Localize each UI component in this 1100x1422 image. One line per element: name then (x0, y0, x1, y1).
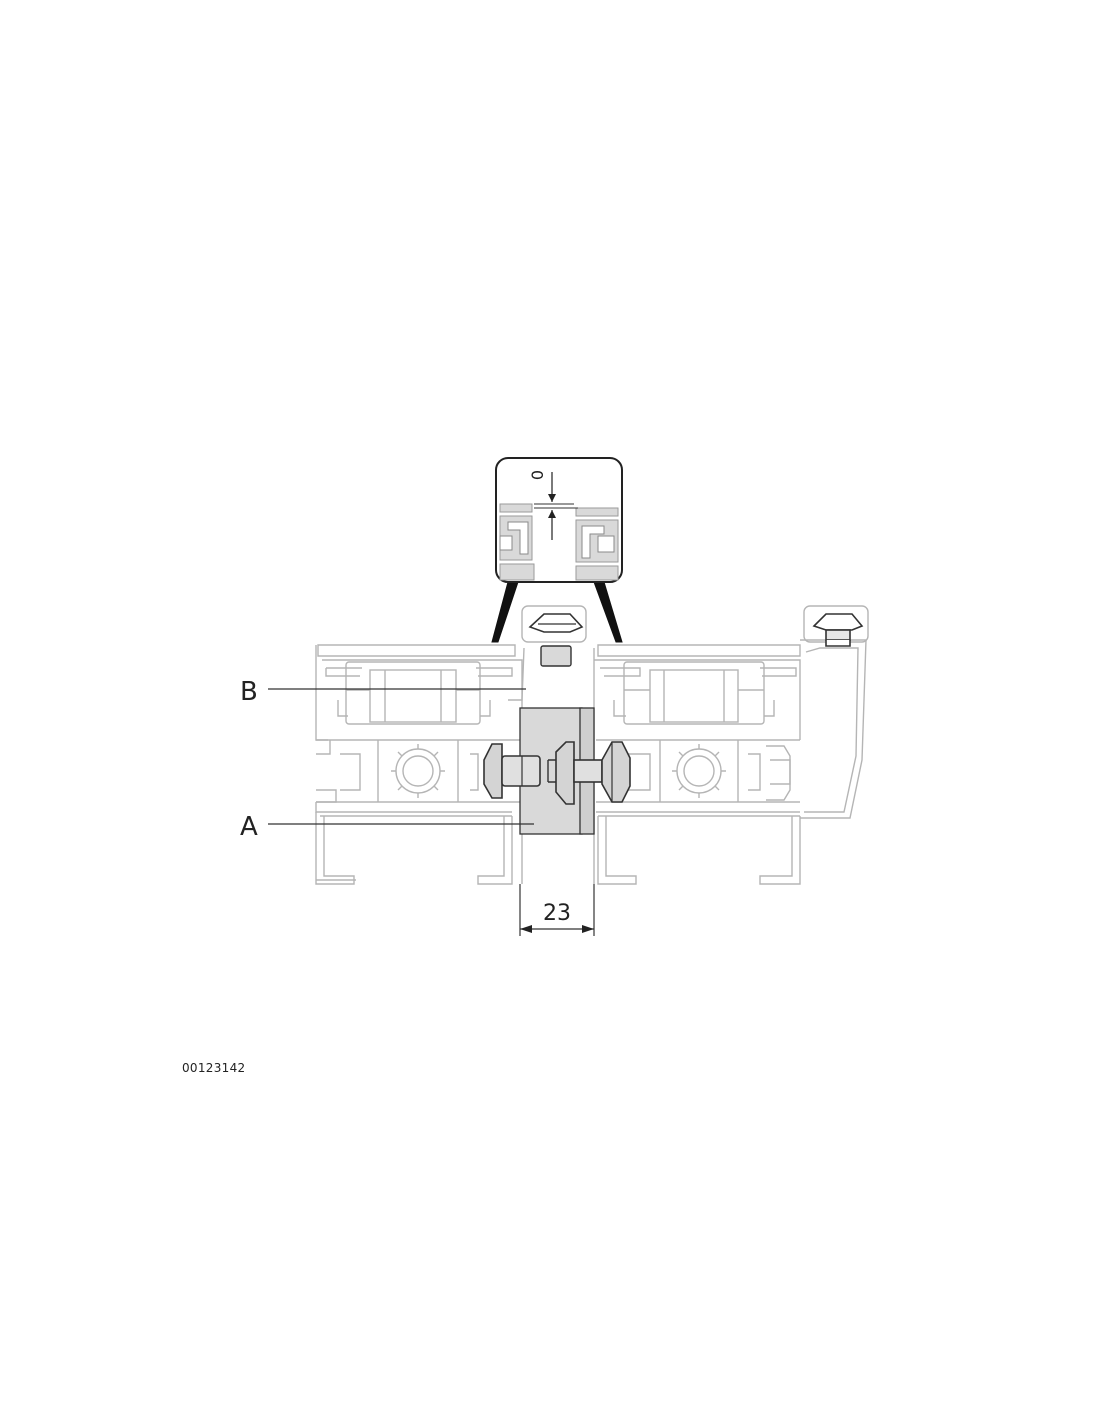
detail-pointer-lines (491, 581, 623, 643)
callout-b-label: B (240, 677, 258, 707)
dimension-value-label: 23 (543, 901, 571, 926)
center-connector (483, 647, 631, 884)
callout-leaders (268, 688, 534, 825)
left-profile (315, 644, 523, 885)
center-top-cap (521, 605, 587, 667)
callout-a-label: A (240, 812, 258, 842)
right-profile (594, 644, 801, 885)
document-id: 00123142 (182, 1061, 246, 1075)
end-cap-clip (812, 613, 864, 647)
gap-value-label: 0 (528, 470, 547, 480)
dimension-23: 23 (519, 884, 595, 936)
detail-callout-box: 0 (495, 457, 623, 583)
